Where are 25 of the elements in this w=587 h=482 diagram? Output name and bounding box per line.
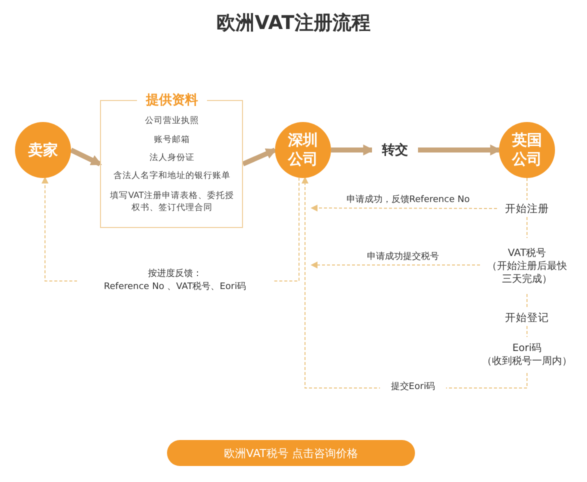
- material-item: 账号邮箱: [153, 134, 191, 146]
- connector-line: [526, 178, 528, 200]
- connector-line: [526, 294, 528, 310]
- title: 欧洲VAT注册流程: [216, 11, 372, 36]
- company-circle: 英国公司: [499, 122, 555, 178]
- arrow: [418, 144, 502, 156]
- arrow: [70, 148, 102, 166]
- consult-button: 欧洲VAT税号 点击咨询价格: [167, 440, 415, 466]
- arrow: [242, 148, 278, 166]
- connector-line: [526, 326, 528, 338]
- step-label: Eori码: [512, 342, 542, 355]
- company-circle: 深圳公司: [275, 122, 331, 178]
- material-item: 法人身份证: [148, 152, 196, 164]
- seller-circle: 卖家: [15, 122, 71, 178]
- feedback-arrow: [310, 204, 498, 212]
- material-item: 公司营业执照: [144, 115, 200, 127]
- step-note: （开始注册后最快三天完成）: [486, 260, 568, 286]
- material-item: 填写VAT注册申请表格、委托授权书、签订代理合同: [109, 190, 235, 214]
- connector-line: [526, 216, 528, 238]
- arrow: [331, 144, 374, 156]
- step-label: VAT税号: [508, 246, 546, 260]
- feedback-arrow: [310, 262, 480, 268]
- step-note: （收到税号一周内）: [482, 355, 572, 368]
- material-item: 含法人名字和地址的银行账单: [112, 170, 232, 182]
- box-heading: 提供资料: [137, 92, 207, 109]
